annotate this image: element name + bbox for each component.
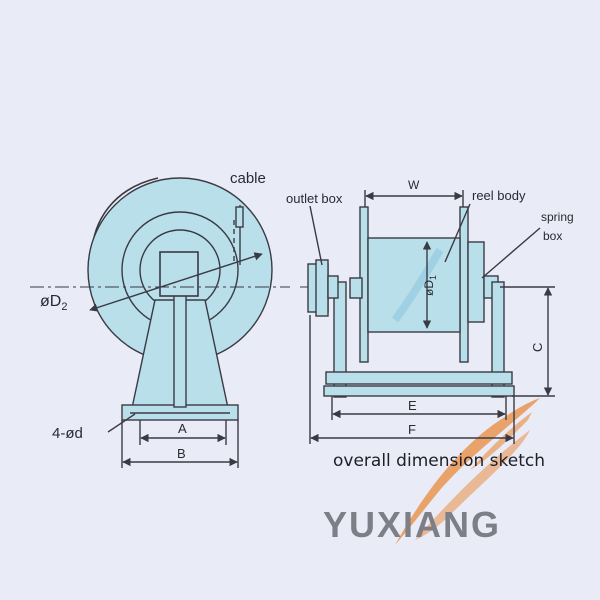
label-a: A xyxy=(178,421,187,436)
d2-dimension-line xyxy=(89,252,263,312)
label-e: E xyxy=(408,398,417,413)
left-upright xyxy=(333,281,347,398)
cable-tip xyxy=(235,206,244,228)
label-box: box xyxy=(543,229,562,243)
caption: overall dimension sketch xyxy=(333,451,545,471)
left-bracket xyxy=(349,277,363,299)
outlet-box-leader xyxy=(309,205,323,266)
label-w: W xyxy=(408,178,420,192)
drum-highlight xyxy=(391,247,444,323)
label-holes: 4-ød xyxy=(52,425,83,442)
label-spring: spring xyxy=(541,210,574,224)
label-phi-d2-main: øD xyxy=(40,293,61,310)
front-view xyxy=(300,190,555,444)
label-phi-d2: øD2 xyxy=(40,293,67,313)
base-frame xyxy=(325,371,513,385)
side-view xyxy=(30,177,290,468)
labels: cable outlet box reel body spring box W … xyxy=(40,170,574,545)
brand-logo-text: YUXIANG xyxy=(323,504,501,545)
label-d1-sub: 1 xyxy=(428,275,438,280)
holes-leader xyxy=(107,413,136,433)
spring-box xyxy=(467,241,485,323)
label-outlet-box: outlet box xyxy=(286,191,343,206)
hub-box xyxy=(159,251,199,297)
label-f: F xyxy=(408,422,416,437)
spring-box-leader xyxy=(481,227,541,279)
right-upright xyxy=(491,281,505,398)
right-flange xyxy=(459,206,469,363)
label-c: C xyxy=(530,343,545,352)
label-d2-sub: 2 xyxy=(61,301,67,313)
label-b: B xyxy=(177,446,186,461)
stand-post xyxy=(173,294,187,408)
label-phi-d1-main: øD xyxy=(422,280,436,296)
label-phi-d1: øD1 xyxy=(422,275,438,296)
label-reel-body: reel body xyxy=(472,188,526,203)
reel-body-leader xyxy=(444,203,471,263)
label-cable: cable xyxy=(230,170,266,187)
